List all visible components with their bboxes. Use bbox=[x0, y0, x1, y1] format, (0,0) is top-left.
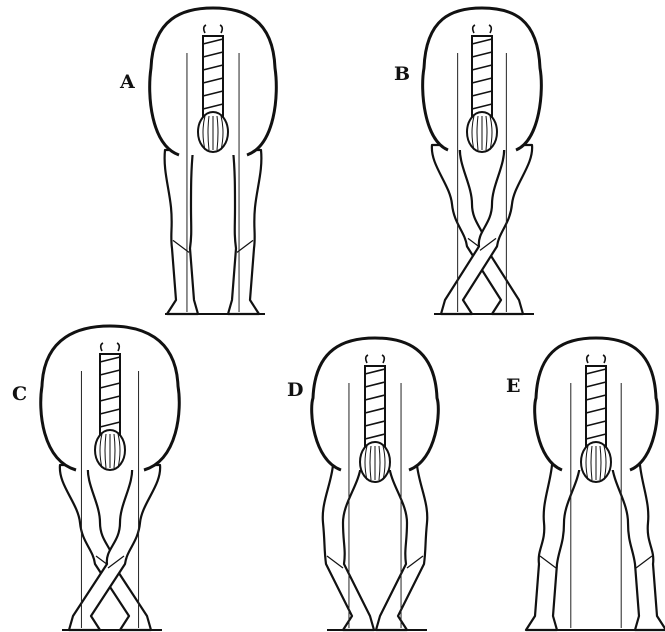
left-hind-leg bbox=[526, 465, 580, 630]
panel-b: B bbox=[394, 8, 541, 314]
left-hind-leg bbox=[323, 465, 374, 630]
panel-label-d: D bbox=[287, 379, 303, 401]
panel-label-b: B bbox=[394, 63, 410, 85]
right-hind-leg bbox=[228, 150, 261, 314]
panel-label-c: C bbox=[12, 383, 27, 405]
panel-label-a: A bbox=[119, 71, 135, 93]
left-hind-leg bbox=[165, 150, 198, 314]
right-hind-leg bbox=[376, 465, 427, 630]
panel-d: D bbox=[287, 338, 438, 630]
panel-label-e: E bbox=[506, 375, 520, 397]
panel-c: C bbox=[12, 326, 179, 630]
panel-e: E bbox=[506, 338, 665, 630]
panel-a: A bbox=[119, 8, 276, 314]
right-hind-leg bbox=[612, 465, 665, 630]
